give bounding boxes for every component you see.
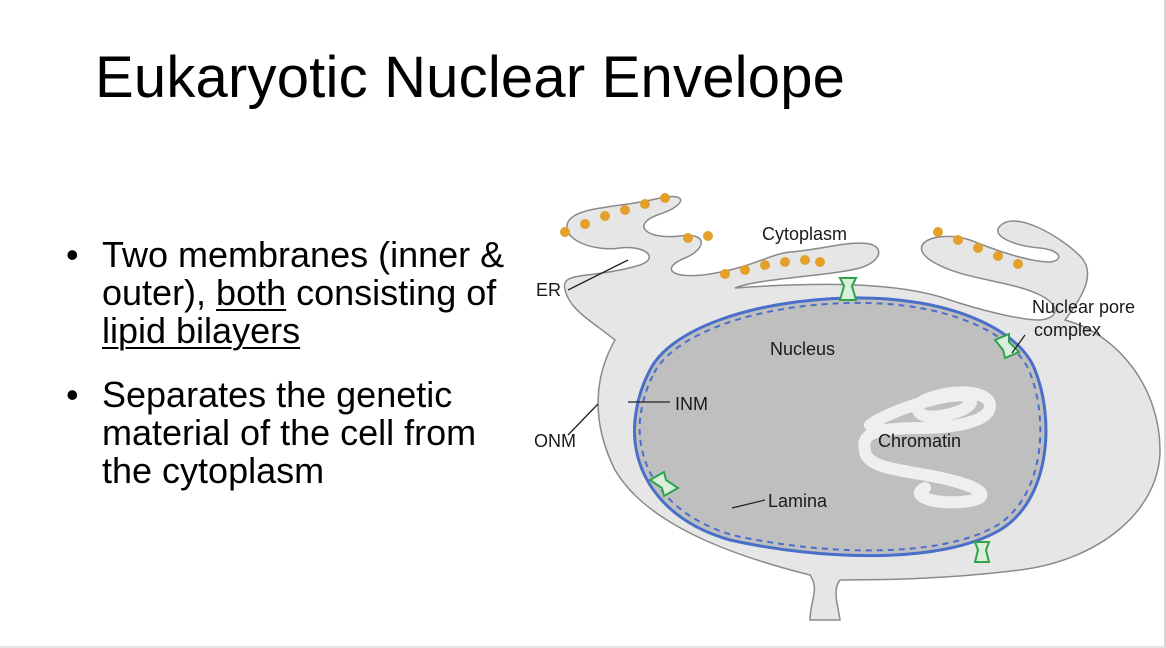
bullet-text-1: Separates the genetic material of the ce… (102, 374, 477, 491)
label-nucleus: Nucleus (770, 339, 835, 359)
label-inm: INM (675, 394, 708, 414)
text-run: Two membranes (inner & outer), (102, 234, 505, 313)
nuclear-envelope-diagram: Cytoplasm ER Nuclear pore complex Nucleu… (534, 193, 1161, 621)
bullet-item: • Separates the genetic material of the … (66, 376, 506, 490)
underlined-text: both (216, 272, 287, 313)
lamina (632, 296, 1048, 558)
label-chromatin: Chromatin (878, 431, 961, 451)
label-er: ER (536, 280, 561, 300)
lamina-inner (638, 301, 1042, 552)
nuclear-pore-complex (648, 277, 1021, 563)
slide-title: Eukaryotic Nuclear Envelope (95, 45, 846, 110)
label-lamina: Lamina (768, 491, 828, 511)
bullet-list: • Two membranes (inner & outer), both co… (66, 236, 506, 516)
text-run: consisting of (286, 272, 497, 313)
leader-lines (567, 259, 1026, 509)
label-cytoplasm: Cytoplasm (762, 224, 847, 244)
bullet-dot: • (66, 234, 79, 275)
ribosomes (560, 193, 1023, 279)
bullet-text-0: Two membranes (inner & outer), both cons… (102, 234, 504, 351)
label-nuclear-pore-line1: Nuclear pore (1032, 297, 1135, 317)
nucleus-interior (634, 297, 1046, 556)
underlined-text: lipid bilayers (102, 310, 301, 351)
chromatin (858, 386, 997, 509)
label-onm: ONM (534, 431, 576, 451)
bullet-item: • Two membranes (inner & outer), both co… (66, 236, 506, 350)
label-nuclear-pore-line2: complex (1034, 320, 1101, 340)
bullet-dot: • (66, 374, 79, 415)
